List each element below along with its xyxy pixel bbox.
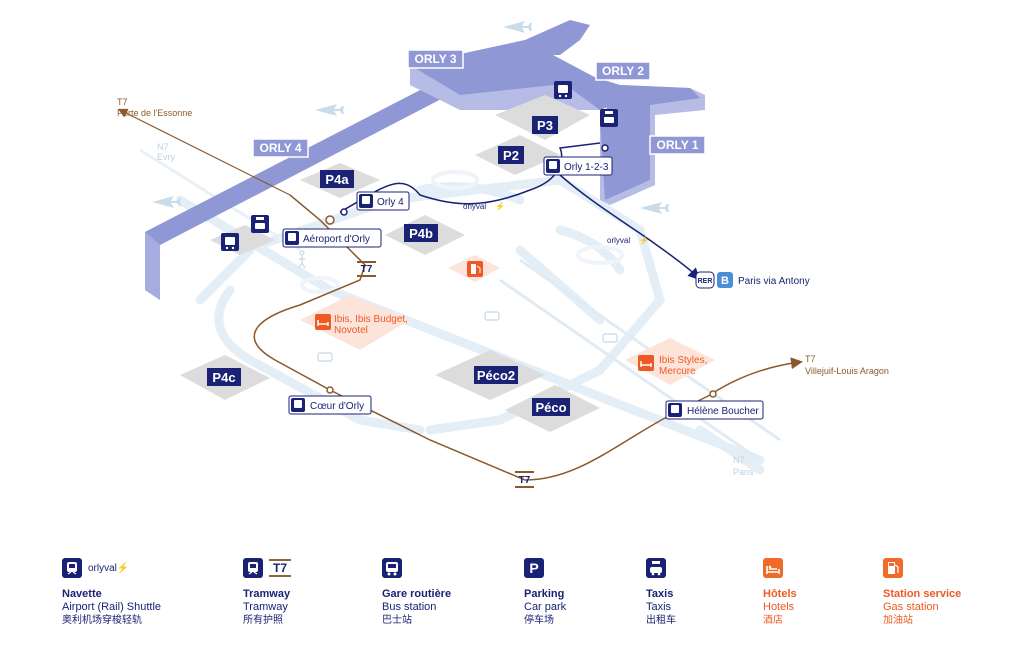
- svg-text:Orly 4: Orly 4: [377, 197, 404, 208]
- taxi-icon: [646, 558, 666, 578]
- station-aeroport-orly[interactable]: Aéroport d'Orly: [282, 228, 382, 248]
- svg-text:Evry: Evry: [157, 152, 176, 162]
- svg-text:N7: N7: [157, 142, 169, 152]
- svg-text:Villejuif-Louis Aragon: Villejuif-Louis Aragon: [805, 366, 889, 376]
- parking-peco: Péco: [532, 398, 570, 416]
- svg-text:Paris: Paris: [733, 467, 754, 477]
- airport-map: ORLY 3 ORLY 2 ORLY 1 ORLY 4 P3 P2 P4a P4…: [117, 20, 889, 488]
- station-coeur-orly[interactable]: Cœur d'Orly: [288, 395, 372, 415]
- svg-text:orlyval: orlyval: [463, 202, 486, 211]
- parking-p3: P3: [532, 116, 558, 134]
- airplane-icon: [152, 21, 669, 214]
- orlyval-logo: orlyval ⚡: [607, 235, 649, 245]
- terminal-building: [145, 20, 705, 300]
- svg-text:⚡: ⚡: [639, 235, 649, 245]
- svg-text:T7: T7: [805, 354, 816, 364]
- bus-icon: [554, 81, 572, 99]
- svg-text:T7: T7: [519, 475, 531, 486]
- t7-badge: T7: [269, 559, 292, 577]
- bus-icon: [382, 558, 402, 578]
- svg-text:Paris via Antony: Paris via Antony: [738, 276, 810, 287]
- svg-text:ORLY 3: ORLY 3: [414, 52, 456, 66]
- svg-text:P4c: P4c: [212, 370, 235, 385]
- parking-p2: P2: [498, 146, 524, 164]
- bus-icon: [221, 233, 239, 251]
- svg-text:B: B: [721, 275, 729, 287]
- svg-text:Porte de l'Essonne: Porte de l'Essonne: [117, 108, 192, 118]
- svg-text:⚡: ⚡: [495, 201, 505, 211]
- svg-text:P: P: [529, 560, 538, 576]
- legend-hotels: Hôtels Hotels 酒店: [763, 555, 797, 627]
- parking-p4a: P4a: [320, 170, 354, 188]
- legend-parking: P Parking Car park 停车场: [524, 558, 567, 626]
- svg-text:N7: N7: [733, 455, 745, 465]
- t7-north-destination: T7 Porte de l'Essonne: [117, 97, 192, 118]
- svg-text:Hélène Boucher: Hélène Boucher: [687, 406, 759, 417]
- parking-peco2: Péco2: [474, 366, 518, 384]
- legend-taxis: Taxis Taxis 出租车: [646, 555, 676, 627]
- terminal-label-orly3: ORLY 3: [407, 49, 464, 69]
- legend-gas-station: Station service Gas station 加油站: [883, 555, 961, 627]
- svg-text:Péco: Péco: [535, 400, 566, 415]
- legend-navette: orlyval⚡ Navette Airport (Rail) Shuttle …: [62, 555, 161, 627]
- svg-text:RER: RER: [698, 278, 713, 285]
- n7-north-label: N7 Evry: [157, 142, 176, 162]
- svg-text:P3: P3: [537, 118, 553, 133]
- t7-badge: T7: [357, 261, 376, 277]
- station-orly123[interactable]: Orly 1-2-3: [543, 156, 613, 176]
- gas-station-icon: [883, 558, 903, 578]
- hotel-icon: [763, 558, 783, 578]
- t7-east-destination: T7 Villejuif-Louis Aragon: [805, 354, 889, 376]
- legend: orlyval⚡ Navette Airport (Rail) Shuttle …: [0, 555, 1024, 648]
- svg-text:Cœur d'Orly: Cœur d'Orly: [310, 401, 364, 412]
- parking-p4c: P4c: [207, 368, 241, 386]
- svg-text:Orly 1-2-3: Orly 1-2-3: [564, 162, 609, 173]
- taxi-icon: [251, 215, 269, 233]
- pedestrian-icon: [298, 250, 306, 269]
- svg-text:Ibis, Ibis Budget,: Ibis, Ibis Budget,: [334, 314, 408, 325]
- station-orly4[interactable]: Orly 4: [356, 191, 410, 211]
- parking-icon: P: [524, 558, 544, 578]
- svg-text:Novotel: Novotel: [334, 325, 368, 336]
- station-helene-boucher[interactable]: Hélène Boucher: [665, 400, 764, 420]
- rer-connection-line: [559, 174, 701, 281]
- svg-text:ORLY 4: ORLY 4: [259, 141, 301, 155]
- t7-badge: T7: [515, 471, 534, 488]
- svg-text:P4a: P4a: [325, 172, 349, 187]
- svg-text:T7: T7: [117, 97, 128, 107]
- svg-text:Mercure: Mercure: [659, 366, 696, 377]
- svg-text:P2: P2: [503, 148, 519, 163]
- hotel-ibis: Ibis, Ibis Budget, Novotel: [315, 314, 408, 336]
- rer-b-destination[interactable]: RER B Paris via Antony: [695, 271, 810, 289]
- tram-icon: [62, 558, 82, 578]
- car-icon: [317, 311, 618, 362]
- svg-text:T7: T7: [361, 264, 373, 275]
- t7-north-line: [117, 108, 291, 196]
- terminal-label-orly1: ORLY 1: [649, 135, 706, 155]
- hotel-ibis-styles: Ibis Styles, Mercure: [638, 355, 707, 377]
- svg-text:P4b: P4b: [409, 226, 433, 241]
- orlyval-logo: orlyval⚡: [88, 562, 130, 574]
- orlyval-logo: orlyval ⚡: [463, 201, 505, 211]
- t7-tram-line: [253, 194, 803, 481]
- svg-text:ORLY 1: ORLY 1: [656, 138, 698, 152]
- svg-text:ORLY 2: ORLY 2: [602, 64, 644, 78]
- legend-bus-station: Gare routière Bus station 巴士站: [382, 555, 451, 627]
- tram-icon: [243, 558, 263, 578]
- taxi-icon: [600, 109, 618, 127]
- n7-south-label: N7 Paris: [733, 455, 754, 477]
- terminal-label-orly4: ORLY 4: [252, 138, 309, 158]
- parking-p4b: P4b: [404, 224, 438, 242]
- svg-text:orlyval: orlyval: [607, 236, 630, 245]
- svg-text:Péco2: Péco2: [477, 368, 515, 383]
- legend-tramway: T7 Tramway Tramway 所有护照: [243, 555, 292, 627]
- svg-text:Ibis Styles,: Ibis Styles,: [659, 355, 707, 366]
- svg-text:Aéroport d'Orly: Aéroport d'Orly: [303, 234, 370, 245]
- terminal-label-orly2: ORLY 2: [595, 61, 651, 81]
- gas-station-icon: [467, 261, 483, 277]
